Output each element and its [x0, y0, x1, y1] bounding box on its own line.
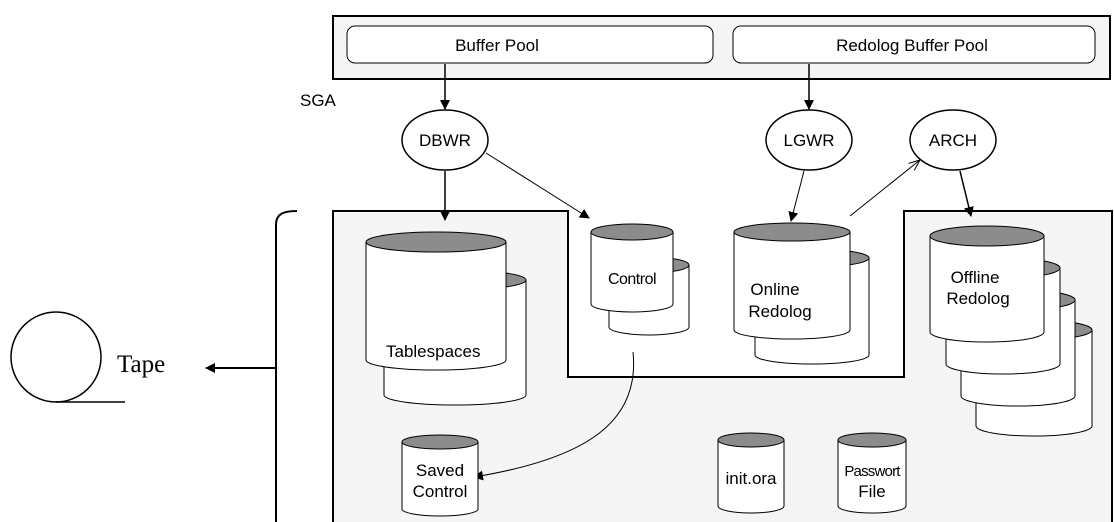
database-files-panel — [332, 210, 1113, 522]
arch-label: ARCH — [929, 131, 977, 150]
offline-redolog-label-line2: Redolog — [946, 289, 1009, 308]
arrow-arch-to-offline-redolog — [959, 170, 974, 217]
redolog-buffer-pool-box: Redolog Buffer Pool — [732, 25, 1096, 64]
tablespaces-cylinder — [365, 231, 507, 371]
sga-label: SGA — [300, 91, 337, 110]
saved-control-label-line1: Saved — [416, 461, 464, 480]
backup-bracket — [275, 210, 298, 522]
control-cylinder — [590, 223, 674, 313]
tablespaces-label: Tablespaces — [386, 342, 481, 361]
passwort-file-label-line2: File — [858, 482, 885, 501]
arrow-online-redolog-to-arch — [849, 160, 920, 217]
passwort-file-label-line1: Passwort — [844, 463, 901, 480]
saved-control-cylinder — [401, 434, 479, 517]
init-ora-cylinder — [717, 432, 785, 514]
tape-icon — [10, 311, 125, 403]
passwort-file-cylinder — [837, 432, 907, 514]
dbwr-label: DBWR — [419, 131, 471, 150]
buffer-pool-label: Buffer Pool — [455, 36, 539, 55]
offline-redolog-cylinder-1 — [929, 225, 1045, 343]
lgwr-label: LGWR — [784, 131, 835, 150]
online-redolog-label-line2: Redolog — [748, 302, 811, 321]
arrow-dbwr-to-control — [485, 152, 590, 219]
lgwr-process: LGWR — [765, 109, 853, 171]
init-ora-label: init.ora — [725, 469, 777, 488]
tape-label: Tape — [117, 351, 165, 378]
online-redolog-label-line1: Online — [750, 280, 799, 299]
saved-control-label-line2: Control — [413, 482, 468, 501]
offline-redolog-label-line1: Offline — [951, 268, 1000, 287]
control-label: Control — [608, 271, 656, 288]
arrow-control-to-saved-control — [473, 351, 635, 481]
redolog-buffer-pool-label: Redolog Buffer Pool — [836, 36, 988, 55]
dbwr-process: DBWR — [401, 109, 489, 171]
buffer-pool-box: Buffer Pool — [346, 25, 714, 64]
arrow-lgwr-to-online-redolog — [788, 170, 805, 222]
arch-process: ARCH — [909, 109, 997, 171]
online-redolog-cylinder — [733, 222, 851, 340]
